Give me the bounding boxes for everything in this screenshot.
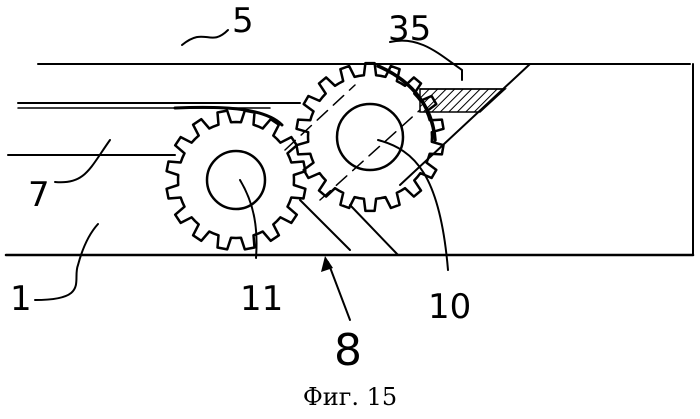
label-35: 35 [388,9,431,49]
label-11: 11 [240,279,283,319]
label-10: 10 [428,287,471,327]
label-8: 8 [334,325,362,376]
gear-11 [167,111,306,250]
label-5: 5 [232,1,254,41]
lower-wedge-line [350,205,398,255]
gear11-teeth [167,111,306,250]
leader-8 [328,262,350,320]
gap-line [300,200,350,250]
leader-5 [182,30,228,45]
label-1: 1 [10,279,32,319]
hub-11 [207,151,265,209]
label-7: 7 [28,175,50,215]
hub-10 [337,104,403,170]
figure-caption: Фиг. 15 [0,383,700,411]
gear-10 [297,63,444,211]
leader-7 [55,140,110,182]
gear10-teeth [297,63,444,211]
hatched-block-35 [420,89,505,112]
housing-lines [6,64,693,255]
dashed-guide-lower [320,110,420,200]
leader-1 [35,224,98,300]
